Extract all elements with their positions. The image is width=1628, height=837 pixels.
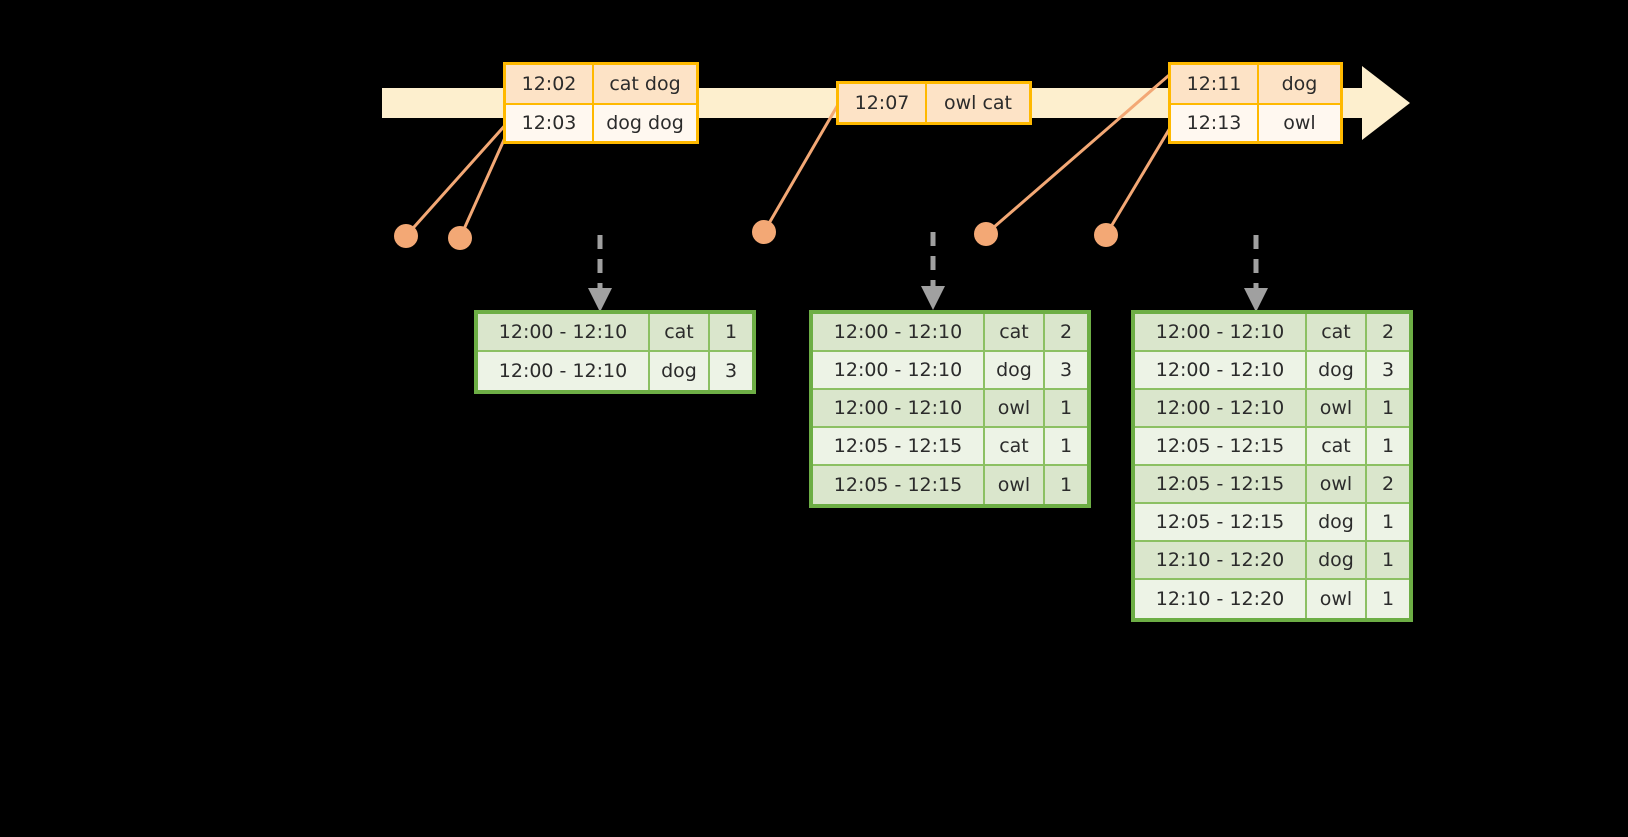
cell-window: 12:05 - 12:15	[1135, 504, 1307, 542]
event-box-group-b[interactable]: 12:07 owl cat	[836, 81, 1032, 125]
event-row[interactable]: 12:11 dog	[1171, 65, 1340, 103]
cell-window: 12:00 - 12:10	[478, 314, 650, 352]
cell-window: 12:10 - 12:20	[1135, 580, 1307, 618]
cell-count: 1	[1367, 504, 1409, 542]
event-time: 12:13	[1171, 105, 1259, 141]
event-words: owl cat	[927, 84, 1029, 122]
cell-word: cat	[1307, 314, 1367, 352]
event-row[interactable]: 12:03 dog dog	[506, 103, 696, 141]
cell-window: 12:05 - 12:15	[813, 466, 985, 504]
event-words: dog	[1259, 65, 1340, 103]
cell-word: cat	[985, 428, 1045, 466]
cell-window: 12:00 - 12:10	[478, 352, 650, 390]
cell-count: 1	[1367, 390, 1409, 428]
cell-count: 2	[1367, 314, 1409, 352]
cell-count: 1	[1367, 542, 1409, 580]
event-box-group-c[interactable]: 12:11 dog 12:13 owl	[1168, 62, 1343, 144]
flow-arrow-1-head	[588, 288, 612, 312]
cell-window: 12:05 - 12:15	[1135, 466, 1307, 504]
event-row[interactable]: 12:07 owl cat	[839, 84, 1029, 122]
connector-dot-5	[1094, 223, 1118, 247]
cell-window: 12:05 - 12:15	[813, 428, 985, 466]
connector-dot-1	[394, 224, 418, 248]
cell-window: 12:00 - 12:10	[813, 352, 985, 390]
cell-count: 1	[1045, 428, 1087, 466]
cell-count: 1	[1045, 466, 1087, 504]
cell-count: 1	[1367, 428, 1409, 466]
cell-count: 3	[1367, 352, 1409, 390]
cell-word: owl	[985, 390, 1045, 428]
cell-word: cat	[1307, 428, 1367, 466]
cell-window: 12:00 - 12:10	[813, 314, 985, 352]
cell-count: 1	[710, 314, 752, 352]
connector-dot-2	[448, 226, 472, 250]
cell-word: cat	[985, 314, 1045, 352]
cell-word: dog	[1307, 352, 1367, 390]
cell-window: 12:05 - 12:15	[1135, 428, 1307, 466]
cell-word: owl	[985, 466, 1045, 504]
flow-arrow-3-head	[1244, 288, 1268, 312]
connector-dot-3	[752, 220, 776, 244]
cell-window: 12:00 - 12:10	[1135, 352, 1307, 390]
event-words: owl	[1259, 105, 1340, 141]
flow-arrow-2-head	[921, 286, 945, 310]
event-time: 12:07	[839, 84, 927, 122]
cell-word: dog	[1307, 542, 1367, 580]
cell-word: owl	[1307, 390, 1367, 428]
event-row[interactable]: 12:02 cat dog	[506, 65, 696, 103]
cell-count: 3	[710, 352, 752, 390]
timeline-arrowhead-icon	[1362, 66, 1410, 140]
event-time: 12:02	[506, 65, 594, 103]
event-words: cat dog	[594, 65, 696, 103]
cell-word: dog	[985, 352, 1045, 390]
cell-word: owl	[1307, 466, 1367, 504]
cell-count: 3	[1045, 352, 1087, 390]
event-time: 12:03	[506, 105, 594, 141]
cell-word: dog	[650, 352, 710, 390]
cell-window: 12:00 - 12:10	[813, 390, 985, 428]
event-box-group-a[interactable]: 12:02 cat dog 12:03 dog dog	[503, 62, 699, 144]
event-time: 12:11	[1171, 65, 1259, 103]
cell-count: 2	[1045, 314, 1087, 352]
cell-window: 12:00 - 12:10	[1135, 390, 1307, 428]
cell-count: 2	[1367, 466, 1409, 504]
event-words: dog dog	[594, 105, 696, 141]
cell-word: cat	[650, 314, 710, 352]
cell-window: 12:10 - 12:20	[1135, 542, 1307, 580]
cell-count: 1	[1045, 390, 1087, 428]
event-row[interactable]: 12:13 owl	[1171, 103, 1340, 141]
cell-count: 1	[1367, 580, 1409, 618]
cell-word: owl	[1307, 580, 1367, 618]
cell-window: 12:00 - 12:10	[1135, 314, 1307, 352]
connector-dot-4	[974, 222, 998, 246]
cell-word: dog	[1307, 504, 1367, 542]
